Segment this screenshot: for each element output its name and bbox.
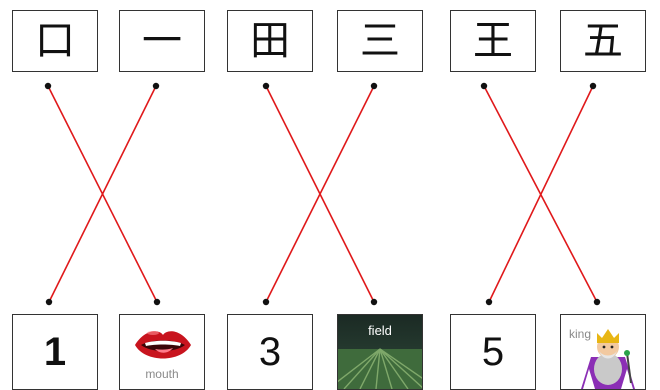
- answer-card-5[interactable]: 5: [450, 314, 536, 390]
- top-connector-dot[interactable]: [45, 83, 51, 89]
- answer-card-mouth[interactable]: mouth: [119, 314, 205, 390]
- bottom-connector-dot[interactable]: [263, 299, 269, 305]
- answer-card-king[interactable]: king: [560, 314, 646, 390]
- match-line: [489, 86, 593, 302]
- answer-card-field[interactable]: field: [337, 314, 423, 390]
- mouth-icon: [133, 323, 193, 369]
- bottom-connector-dot[interactable]: [486, 299, 492, 305]
- bottom-connector-dot[interactable]: [594, 299, 600, 305]
- answer-caption: mouth: [120, 367, 204, 381]
- top-connector-dot[interactable]: [481, 83, 487, 89]
- answer-number: 5: [482, 330, 504, 375]
- answer-number: 3: [259, 330, 281, 375]
- top-connector-dot[interactable]: [371, 83, 377, 89]
- answer-card-1[interactable]: 1: [12, 314, 98, 390]
- bottom-connector-dot[interactable]: [154, 299, 160, 305]
- answer-number: 1: [44, 330, 66, 375]
- answer-caption: king: [569, 327, 591, 341]
- answer-card-3[interactable]: 3: [227, 314, 313, 390]
- answer-caption: field: [338, 323, 422, 338]
- top-connector-dot[interactable]: [153, 83, 159, 89]
- bottom-connector-dot[interactable]: [46, 299, 52, 305]
- top-connector-dot[interactable]: [263, 83, 269, 89]
- bottom-connector-dot[interactable]: [371, 299, 377, 305]
- top-connector-dot[interactable]: [590, 83, 596, 89]
